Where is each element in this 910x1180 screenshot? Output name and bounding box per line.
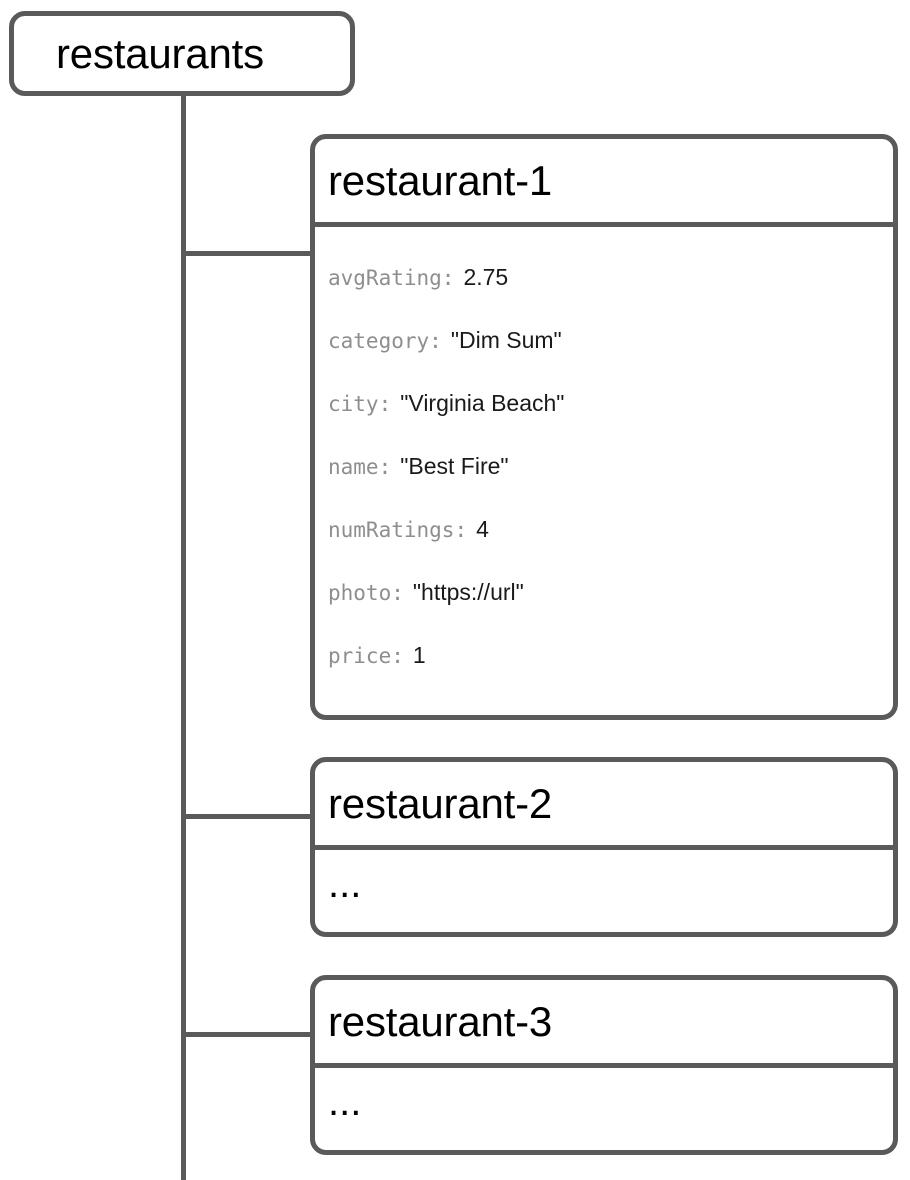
document-body-placeholder: ...: [315, 850, 893, 932]
field-key: name: [328, 454, 379, 479]
field-key: avgRating: [328, 265, 442, 290]
field-value: "Best Fire": [400, 453, 509, 479]
collection-node-restaurants[interactable]: restaurants: [9, 11, 355, 96]
document-card-restaurant-3[interactable]: restaurant-3 ...: [310, 975, 898, 1155]
field-value: 2.75: [463, 264, 509, 290]
field-key: category: [328, 328, 430, 353]
document-card-header: restaurant-3: [315, 980, 893, 1068]
document-card-restaurant-2[interactable]: restaurant-2 ...: [310, 757, 898, 937]
field-row: numRatings : 4: [328, 498, 880, 561]
field-key: numRatings: [328, 517, 455, 542]
branch-line-restaurant-1: [181, 251, 313, 256]
field-value: 4: [476, 516, 489, 542]
trunk-line: [181, 96, 186, 1180]
document-field-list: avgRating : 2.75 category : "Dim Sum" ci…: [315, 227, 893, 687]
field-separator: :: [454, 517, 468, 542]
field-value: "Dim Sum": [450, 327, 562, 353]
field-row: category : "Dim Sum": [328, 309, 880, 372]
ellipsis-label: ...: [328, 861, 362, 906]
field-row: photo : "https://url": [328, 561, 880, 624]
collection-node-label: restaurants: [56, 29, 264, 77]
branch-line-restaurant-3: [181, 1032, 313, 1037]
field-value: "Virginia Beach": [400, 390, 565, 416]
field-row: city : "Virginia Beach": [328, 372, 880, 435]
field-separator: :: [378, 391, 392, 416]
field-value: "https://url": [412, 579, 524, 605]
field-separator: :: [391, 580, 404, 605]
field-row: price : 1: [328, 624, 880, 687]
field-separator: :: [429, 328, 442, 353]
field-value: 1: [412, 642, 426, 668]
ellipsis-label: ...: [328, 1079, 362, 1124]
field-key: photo: [328, 580, 392, 605]
document-id-label: restaurant-2: [328, 779, 553, 827]
field-row: avgRating : 2.75: [328, 246, 880, 309]
field-separator: :: [378, 454, 392, 479]
field-key: city: [328, 391, 379, 416]
document-card-header: restaurant-2: [315, 762, 893, 850]
document-body-placeholder: ...: [315, 1068, 893, 1150]
field-key: price: [328, 643, 392, 668]
document-id-label: restaurant-1: [328, 156, 553, 204]
document-id-label: restaurant-3: [328, 997, 553, 1045]
field-separator: :: [391, 643, 404, 668]
document-card-header: restaurant-1: [315, 139, 893, 227]
document-card-restaurant-1[interactable]: restaurant-1 avgRating : 2.75 category :…: [310, 134, 898, 720]
branch-line-restaurant-2: [181, 814, 313, 819]
field-row: name : "Best Fire": [328, 435, 880, 498]
field-separator: :: [441, 265, 455, 290]
